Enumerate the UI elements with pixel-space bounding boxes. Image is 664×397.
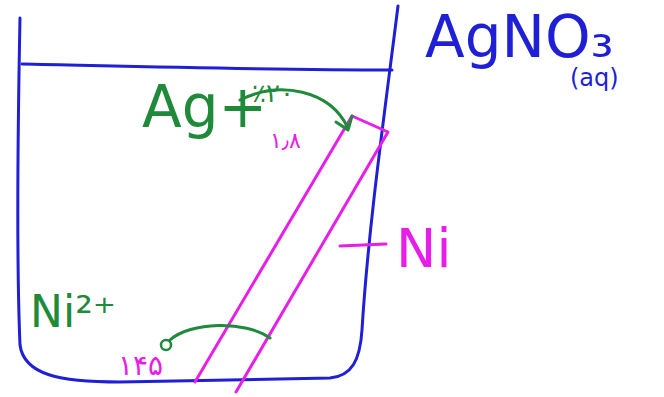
leader-line: [340, 244, 386, 246]
solution-surface: [22, 64, 392, 70]
mass-label: ۱٫۸: [270, 130, 301, 152]
beaker-outline: [18, 6, 398, 382]
ion-label: Ag+: [142, 78, 267, 136]
state-label: (aq): [570, 66, 619, 90]
solution-formula: AgNO₃: [425, 8, 614, 66]
percent-label: ٪۲۰: [252, 80, 294, 106]
arrow-head: [336, 116, 352, 130]
metal-label: Ni: [396, 222, 451, 276]
ion-arrow: [170, 325, 270, 340]
nickel-strip: [195, 116, 388, 392]
ion-label: Ni²⁺: [30, 290, 116, 334]
ion-dot: [161, 340, 171, 350]
mass-label: ۱۴۵: [118, 352, 163, 380]
